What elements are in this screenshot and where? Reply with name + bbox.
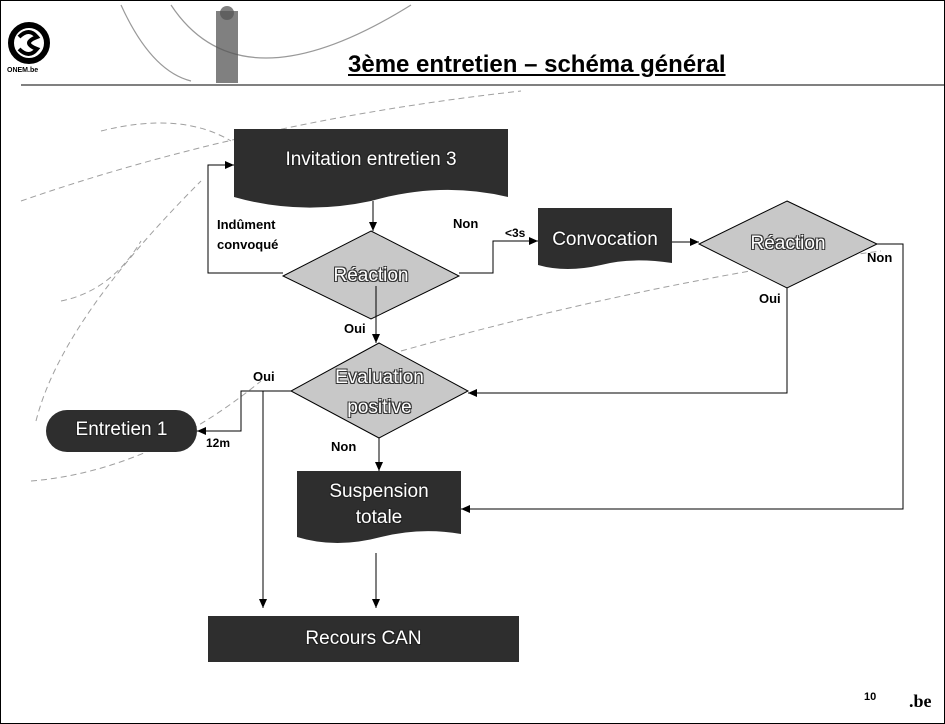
recours-box <box>208 616 519 662</box>
suspension-box <box>297 471 461 543</box>
header-figure-icon <box>216 11 238 83</box>
onem-logo-icon <box>8 22 50 64</box>
suspension-label-line1: Suspension <box>329 481 429 502</box>
non-reaction1-label: Non <box>453 216 479 231</box>
page-number: 10 <box>864 691 877 703</box>
evaluation-label-line1: Evaluation <box>335 367 424 388</box>
recours-label: Recours CAN <box>305 628 422 649</box>
non-evaluation-label: Non <box>331 439 357 454</box>
invitation-box <box>234 129 508 208</box>
delay-12m-label: 12m <box>206 436 231 450</box>
flow-connectors <box>197 161 904 608</box>
oui-reaction2-label: Oui <box>759 291 781 306</box>
suspension-label-line2: totale <box>355 507 403 528</box>
entretien1-label: Entretien 1 <box>75 419 168 440</box>
entretien1-terminal <box>46 410 197 452</box>
convocation-label: Convocation <box>552 229 658 250</box>
logo-label: ONEM.be <box>7 67 39 74</box>
convocation-box <box>538 208 672 269</box>
reaction1-label: Réaction <box>333 265 409 286</box>
evaluation-label-line2: positive <box>347 397 412 418</box>
page-title: 3ème entretien – schéma général <box>348 51 726 78</box>
invitation-label: Invitation entretien 3 <box>285 149 457 170</box>
header-figure-head-icon <box>220 6 234 20</box>
oui-reaction1-label: Oui <box>344 321 366 336</box>
oui-evaluation-label: Oui <box>253 369 275 384</box>
indument-label-line2: convoqué <box>217 237 279 252</box>
indument-label-line1: Indûment <box>217 217 276 232</box>
reaction1-diamond <box>281 230 461 320</box>
domain-logo: .be <box>909 691 932 711</box>
evaluation-diamond <box>289 342 470 439</box>
delay-3s-label: <3s <box>505 226 526 240</box>
reaction2-label: Réaction <box>750 233 826 254</box>
non-reaction2-label: Non <box>867 250 893 265</box>
header-arc-decoration <box>120 4 412 82</box>
